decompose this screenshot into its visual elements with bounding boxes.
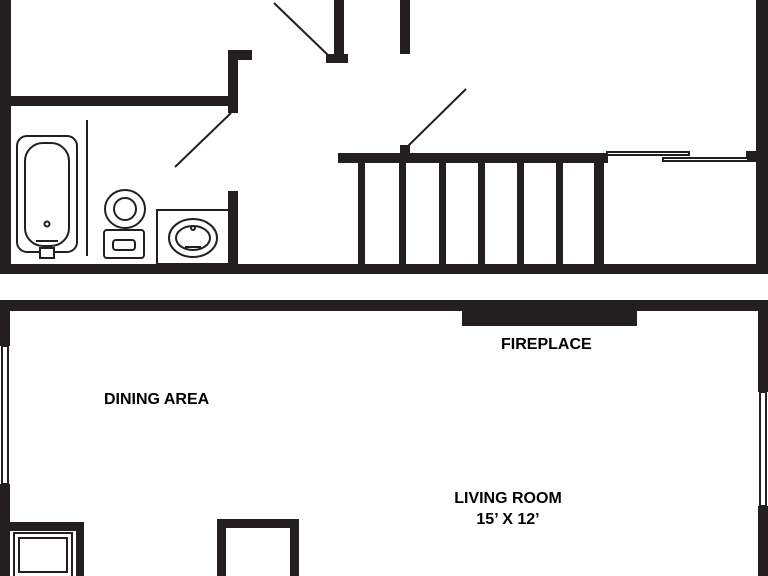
- door-swing-stair: [405, 88, 467, 149]
- lower-right-wall-top: [758, 300, 768, 392]
- living-room-size: 15’ X 12’: [476, 511, 540, 528]
- hall-wall-right: [400, 0, 410, 54]
- door-swing-hall: [273, 2, 331, 58]
- bath-top-wall: [0, 96, 238, 106]
- closet-wall-stub: [746, 151, 762, 162]
- upper-left-wall: [0, 0, 11, 274]
- closet-wall-left: [217, 519, 226, 576]
- windows: [1, 345, 767, 507]
- toilet-tank-lid: [112, 239, 136, 251]
- baluster: [556, 160, 563, 266]
- sliding-door: [606, 151, 749, 162]
- upper-right-wall: [756, 0, 768, 274]
- stair-balusters: [358, 160, 604, 266]
- bathtub: [16, 135, 78, 259]
- toilet: [103, 189, 146, 259]
- upper-bottom-wall: [0, 264, 768, 274]
- sliding-panel: [662, 157, 749, 162]
- window-left: [1, 345, 9, 485]
- living-room-label: LIVING ROOM: [454, 490, 562, 507]
- door-swings: [174, 2, 467, 168]
- baluster: [517, 160, 524, 266]
- lower-right-wall-bottom: [758, 506, 768, 576]
- bath-right-wall-lower: [228, 191, 238, 271]
- sliding-panel: [606, 151, 690, 156]
- baluster: [478, 160, 485, 266]
- sink-drain: [190, 225, 196, 231]
- fireplace-label: FIREPLACE: [501, 336, 592, 353]
- lower-left-wall-top: [0, 300, 10, 346]
- lower-left-wall-bottom: [0, 484, 10, 576]
- baluster: [399, 160, 406, 266]
- hall-wall-foot: [326, 54, 348, 63]
- toilet-seat: [113, 197, 137, 221]
- bath-right-wall-upper: [228, 50, 238, 113]
- bath-door-stub: [228, 50, 252, 60]
- counter-wall: [8, 522, 84, 531]
- dining-area-label: DINING AREA: [104, 391, 210, 408]
- baluster: [594, 160, 604, 266]
- fireplace-hearth: [462, 309, 637, 326]
- window-right: [759, 391, 767, 507]
- counter-wall-side: [76, 522, 84, 576]
- tub-inner: [24, 142, 70, 247]
- closet-wall-right: [290, 519, 299, 576]
- hall-wall-left: [334, 0, 344, 62]
- appliance-panel: [18, 537, 68, 573]
- upper-walls: [0, 0, 768, 274]
- stair-newel: [400, 145, 410, 155]
- tub-drain: [43, 220, 51, 228]
- baluster: [358, 160, 365, 266]
- lower-top-wall: [0, 300, 768, 311]
- lower-walls: [0, 300, 768, 576]
- tub-faucet: [39, 247, 55, 259]
- stair-rail-top: [338, 153, 608, 163]
- closet-wall-top: [217, 519, 299, 528]
- baluster: [439, 160, 446, 266]
- vanity: [156, 209, 230, 265]
- appliance: [13, 532, 73, 576]
- door-swing-bath: [174, 112, 232, 168]
